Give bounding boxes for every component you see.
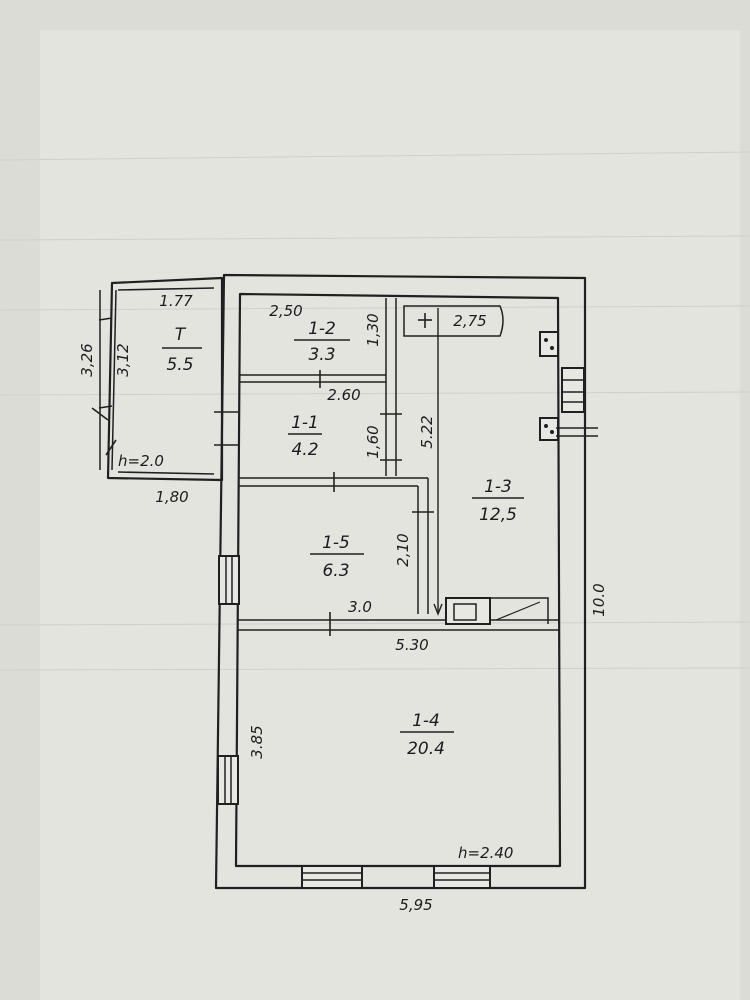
house-outer-walls [214,273,587,890]
window-right [561,367,585,413]
window-bottom-right [433,865,491,889]
dim-room-11-height: 1,60 [364,425,382,458]
room-area: 5.5 [166,355,193,375]
dim-room-15-height: 2,10 [394,533,412,566]
window-left-porch [214,411,238,446]
dim-hall-height: 5.22 [418,415,436,448]
paper-grid-lines [0,151,750,671]
room-label-1-2: 1-2 3.3 [294,319,350,365]
stove-top [403,305,504,337]
dim-stove-width: 2,75 [453,312,486,330]
window-left-lower [217,755,239,805]
porch-door-marks [91,317,117,456]
stove-bottom [445,597,549,625]
room-area: 6.3 [322,561,349,581]
partition-walls [238,298,560,636]
dimension-labels: 1.77 3,26 3,12 h=2.0 1,80 2,50 1,30 2,75… [78,292,608,914]
dim-porch-top: 1.77 [159,292,193,310]
dim-room-15-width: 3.0 [348,598,372,616]
room-code: 1-5 [322,533,350,553]
dim-room-12-height: 1,30 [364,313,382,346]
dim-house-inner-width: 5.30 [395,636,428,654]
room-area: 12,5 [479,505,517,525]
room-code: 1-1 [291,413,319,433]
room-code: 1-4 [412,711,440,731]
window-bottom-left [301,865,363,889]
dim-house-length: 10.0 [590,583,608,616]
room-code: 1-2 [308,319,336,339]
dim-porch-left-inner: 3,12 [114,343,132,376]
dim-porch-height: h=2.0 [118,452,164,470]
dim-room-14-height: 3.85 [248,725,266,758]
gas-appliances [539,331,598,441]
dim-house-height: h=2.40 [458,844,513,862]
paper-sheet [40,30,740,1000]
room-label-1-3: 1-3 12,5 [472,477,524,525]
dim-house-width: 5,95 [399,896,432,914]
room-code: T [175,325,187,345]
dim-room-12-width: 2,50 [269,302,302,320]
room-area: 4.2 [291,440,318,460]
room-code: 1-3 [484,477,512,497]
room-label-1-5: 1-5 6.3 [310,533,364,581]
room-label-1-1: 1-1 4.2 [288,413,322,460]
room-area: 20.4 [407,739,445,759]
dim-room-11-width: 2.60 [327,386,360,404]
room-label-1-4: 1-4 20.4 [400,711,454,759]
room-area: 3.3 [308,345,335,365]
dim-porch-left-outer: 3,26 [78,343,96,376]
room-label-porch: T 5.5 [162,325,202,375]
hall-height-arrow [433,308,443,616]
window-left-upper [218,555,240,605]
dim-porch-bottom: 1,80 [155,488,188,506]
